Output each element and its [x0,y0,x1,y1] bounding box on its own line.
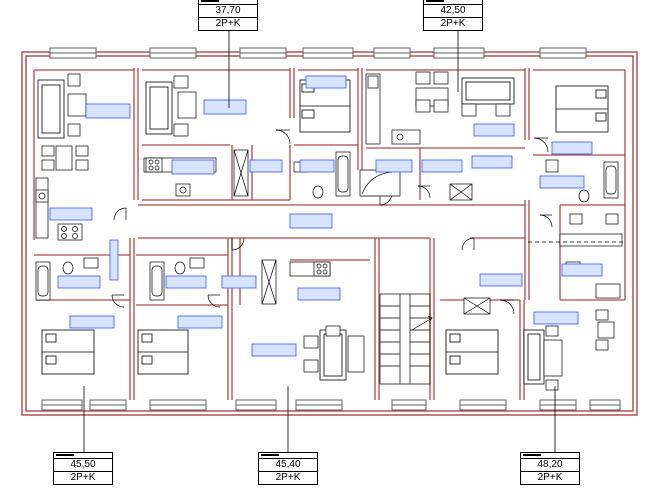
chairs-tables [41,71,615,391]
leader-lines [83,30,556,452]
room-labels [49,75,603,357]
windows-bottom [41,399,621,411]
interior-walls [33,68,626,400]
apartment-type: 2P+K [440,18,466,29]
apartment-tag-bottom-left: 45,50 2P+K [53,452,113,485]
apartment-tag-bottom-right: 48,20 2P+K [520,452,580,485]
apartment-area: 42,50 [424,5,482,18]
staircase [379,293,433,385]
apartment-type: 2P+K [215,18,241,29]
apartment-area: 45,50 [54,459,112,472]
apartment-area: 48,20 [521,459,579,472]
apartment-area: 37,70 [199,5,257,18]
apartment-tag-bottom-middle: 45,40 2P+K [258,452,318,485]
door-swings [111,129,553,315]
apartment-tag-top-right: 42,50 2P+K [423,0,483,31]
windows-top [49,47,587,59]
sofas [37,77,545,385]
apartment-type: 2P+K [537,472,563,483]
apartment-type: 2P+K [70,472,96,483]
apartment-type: 2P+K [275,472,301,483]
shafts [233,149,491,315]
apartment-area: 45,40 [259,459,317,472]
beds [41,79,609,375]
bathroom-fixtures [35,151,619,301]
apartment-tag-top-left: 37,70 2P+K [198,0,258,31]
